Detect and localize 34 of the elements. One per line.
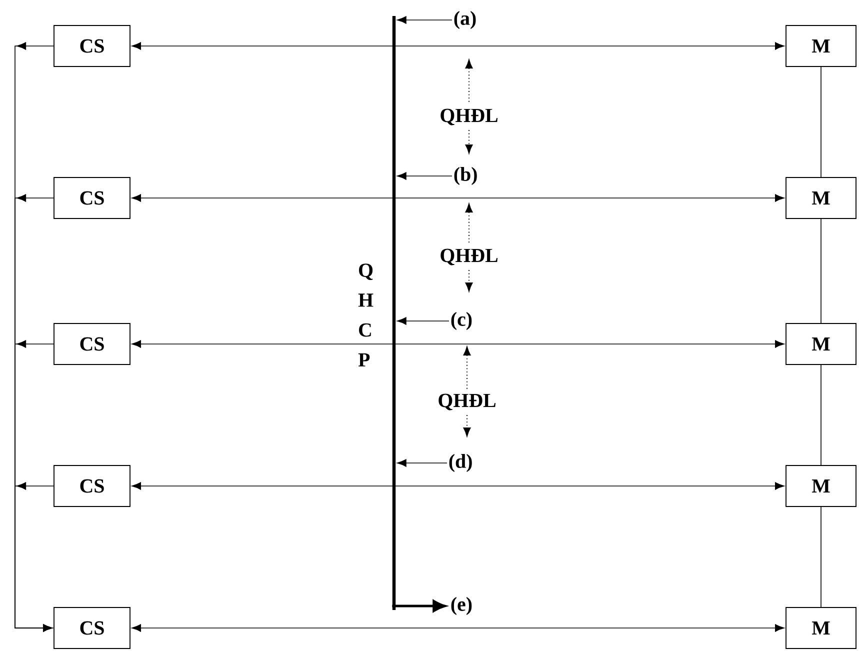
process-box: M — [786, 323, 856, 365]
connector-line — [820, 506, 822, 608]
arrow — [397, 459, 448, 467]
arrow — [132, 482, 784, 490]
process-box: M — [786, 465, 856, 507]
process-box: M — [786, 607, 856, 649]
arrow — [392, 600, 446, 612]
process-box: CS — [54, 25, 130, 67]
process-box: M — [786, 25, 856, 67]
process-box: CS — [54, 465, 130, 507]
connector-line — [820, 218, 822, 324]
stage-label: (b) — [454, 166, 477, 186]
process-box: M — [786, 177, 856, 219]
process-box: CS — [54, 323, 130, 365]
stage-label: (c) — [451, 312, 472, 330]
arrow — [14, 482, 54, 632]
interval-label: QHĐL — [438, 394, 496, 410]
arrow — [132, 340, 784, 348]
stage-label: (a) — [454, 10, 476, 30]
process-box: CS — [54, 607, 130, 649]
interval-label: QHĐL — [440, 108, 498, 126]
connector-line — [820, 66, 822, 178]
stage-label: (d) — [449, 454, 472, 472]
arrow — [397, 172, 452, 180]
arrow — [132, 624, 784, 632]
arrow — [397, 317, 450, 325]
interval-label: QHĐL — [440, 248, 498, 266]
process-box: CS — [54, 177, 130, 219]
arrow — [132, 42, 784, 50]
arrow — [132, 194, 784, 202]
vertical-label: Q H C P — [358, 264, 374, 366]
stage-label: (e) — [451, 596, 472, 616]
arrow — [397, 16, 452, 24]
connector-line — [820, 364, 822, 466]
